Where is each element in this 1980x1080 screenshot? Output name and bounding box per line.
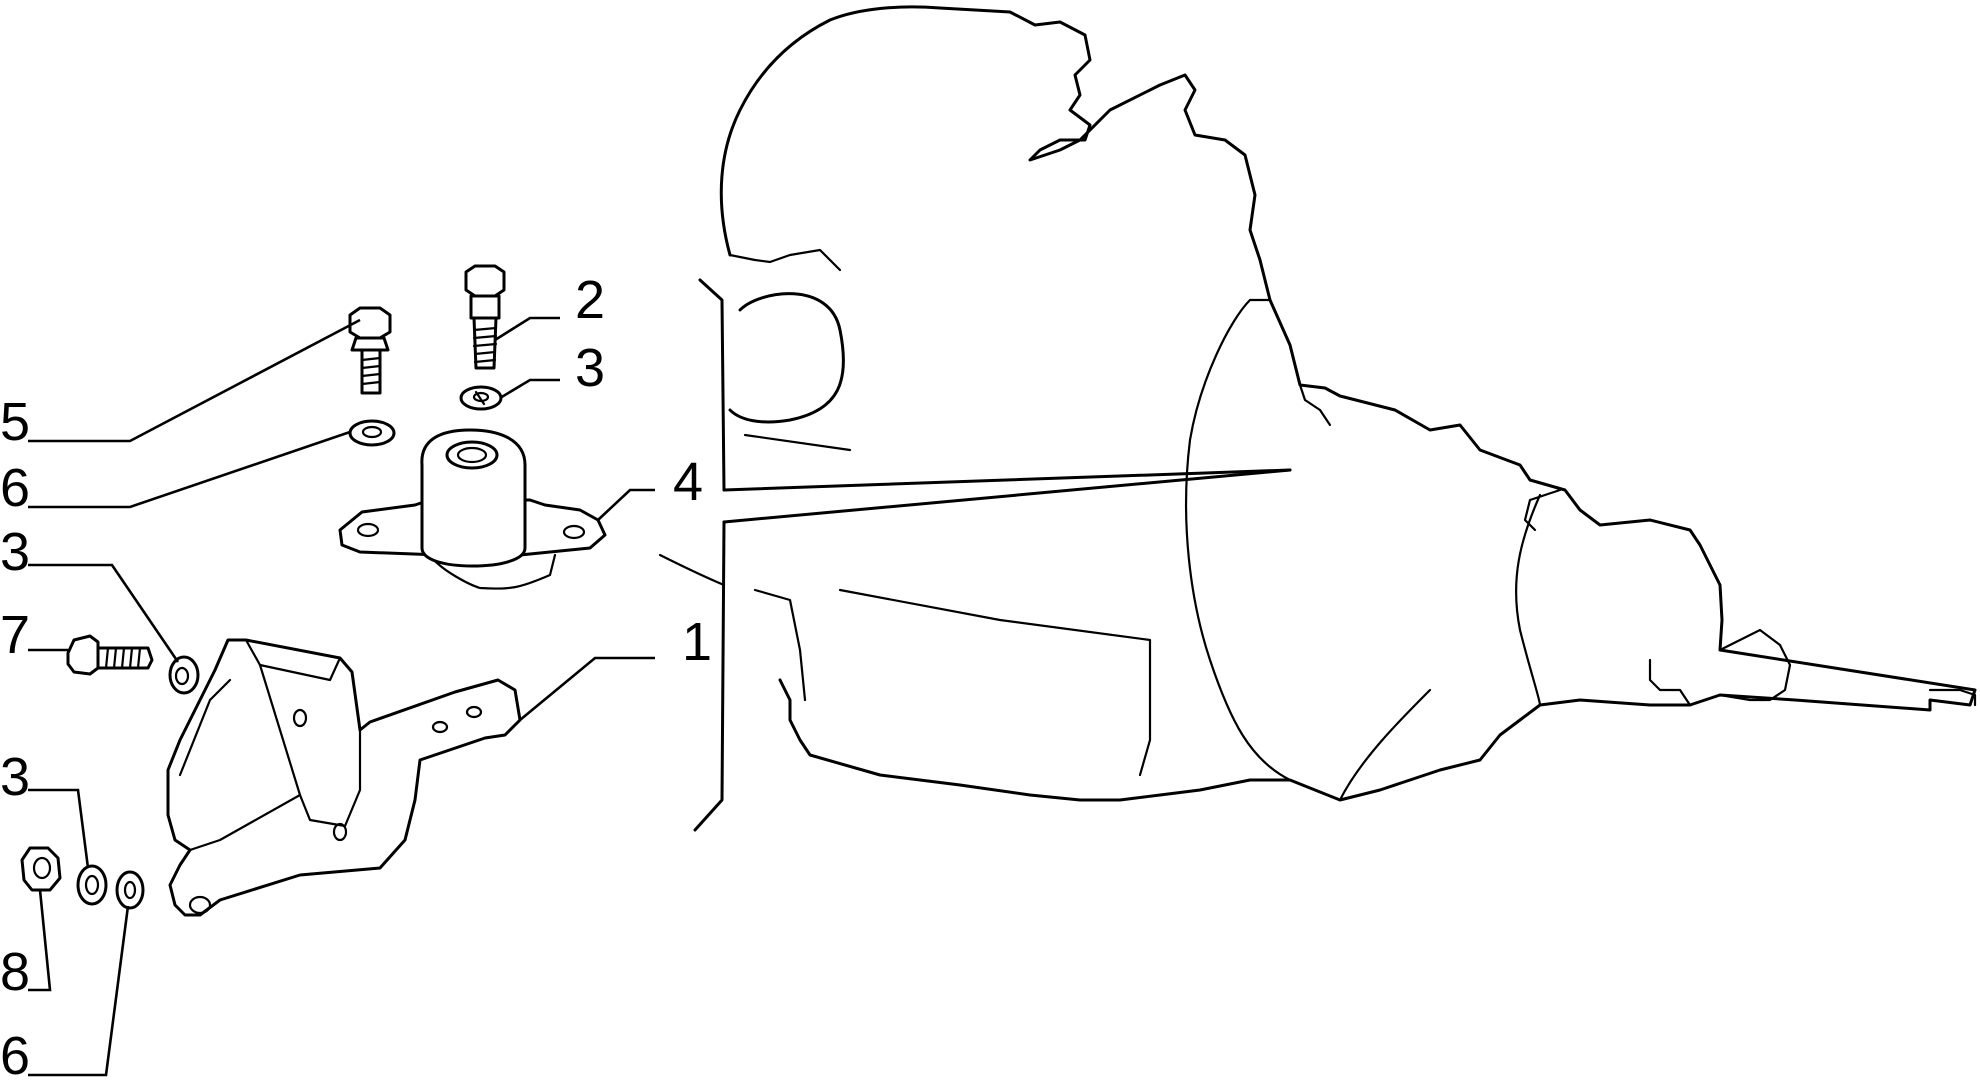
leader-lines: [28, 316, 655, 1077]
callout-8: 8: [0, 942, 30, 1002]
lock-washer-part-3-bottom: [76, 864, 108, 906]
bracket-part-1: [166, 638, 522, 917]
callout-4: 4: [673, 452, 703, 512]
callout-6: 6: [0, 458, 30, 518]
engine-gearbox-outline: [658, 5, 1977, 832]
callout-6: 6: [0, 1026, 30, 1080]
callout-labels: 1 2 3 3 3 4 5 6 6 7 8: [0, 270, 712, 1080]
washer-part-6-bottom: [115, 870, 145, 910]
callout-2: 2: [575, 270, 605, 330]
callout-3: 3: [575, 338, 605, 398]
engine-mount-part-4: [338, 428, 607, 590]
callout-1: 1: [682, 612, 712, 672]
bolt-part-5: [348, 306, 392, 395]
lock-washer-part-3-top: [459, 385, 503, 411]
callout-3: 3: [0, 747, 30, 807]
lock-washer-part-3-middle: [168, 655, 200, 695]
callout-3: 3: [0, 522, 30, 582]
callout-5: 5: [0, 392, 30, 452]
bolt-part-7: [66, 634, 154, 676]
callout-7: 7: [0, 605, 30, 665]
bolt-part-2: [464, 264, 506, 370]
washer-part-6-top: [348, 419, 396, 447]
nut-part-8: [20, 846, 62, 892]
